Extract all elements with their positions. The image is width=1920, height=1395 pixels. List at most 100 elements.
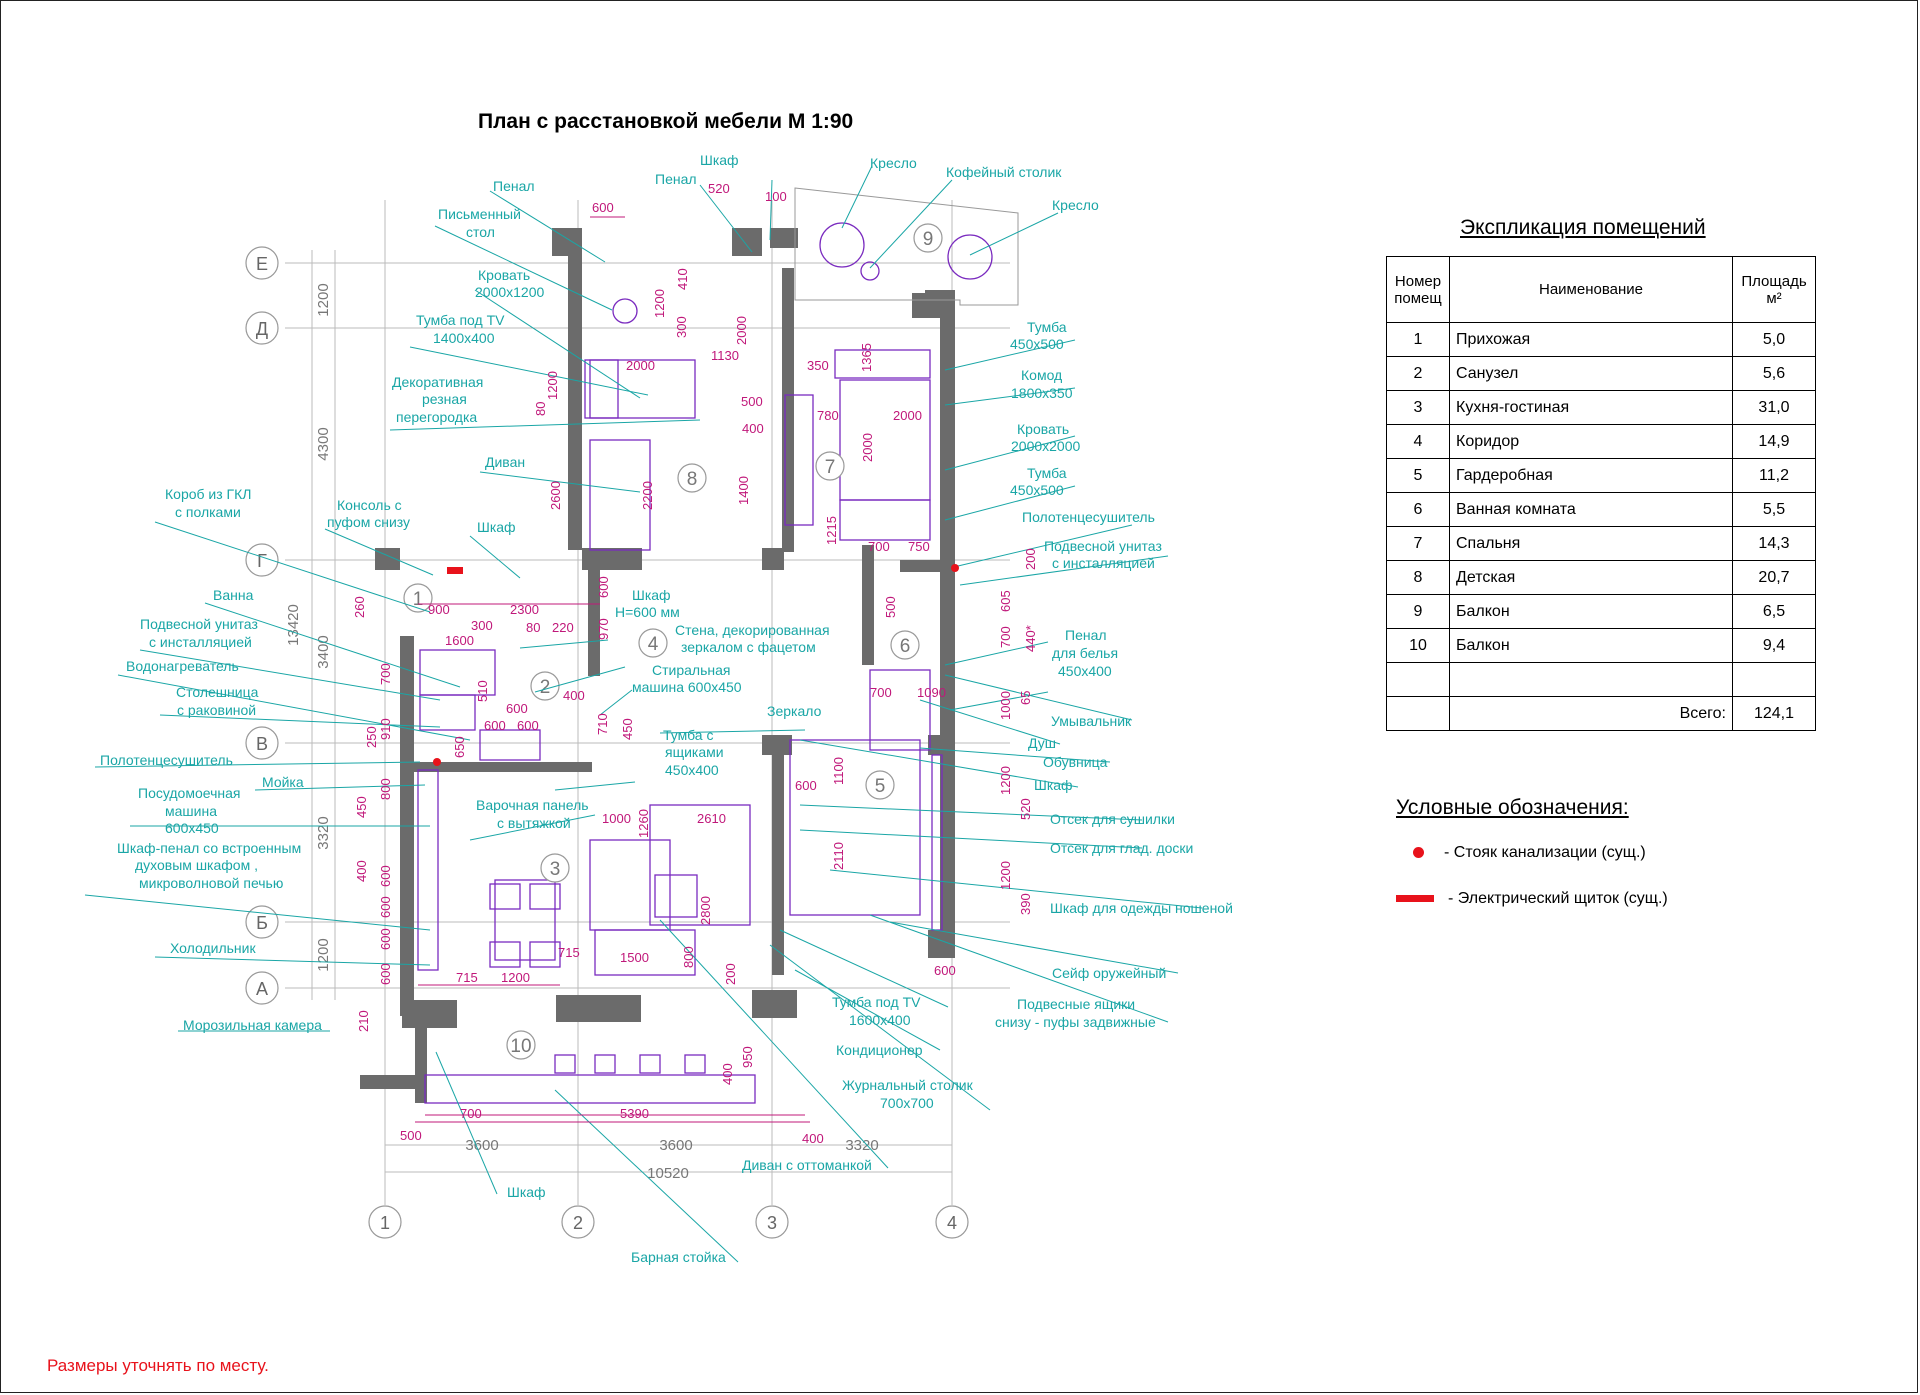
overall-dim: 3320	[315, 816, 332, 849]
header-num: Номер помещ	[1386, 256, 1450, 323]
cell-num: 6	[1386, 492, 1450, 527]
axis-row-label: Б	[256, 913, 268, 933]
dim-label: 200	[723, 963, 738, 985]
label-dresser: Комод	[1021, 367, 1062, 383]
legend-text: - Электрический щиток (сущ.)	[1448, 890, 1668, 907]
label-drawer-unit: ящиками	[665, 744, 724, 760]
label-gkl-box: с полками	[175, 504, 241, 520]
dim-label: 210	[356, 1010, 371, 1032]
cell-num: 8	[1386, 560, 1450, 595]
cell-area: 5,0	[1732, 322, 1816, 357]
dim-label: 600	[378, 865, 393, 887]
cell-name: Спальня	[1449, 526, 1733, 561]
label-sofa: Диван	[485, 454, 525, 470]
label-toilet: Подвесной унитаз	[140, 616, 258, 632]
dim-label: 260	[352, 596, 367, 618]
dim-label: 715	[456, 970, 478, 985]
furniture-labels: Пенал Письменный стол Кровать 2000х1200 …	[100, 152, 1233, 1265]
label-air-conditioner: Кондиционер	[836, 1042, 923, 1058]
dim-label: 700	[870, 685, 892, 700]
cell-name: Санузел	[1449, 356, 1733, 391]
dim-label: 220	[552, 620, 574, 635]
dim-label: 600	[795, 778, 817, 793]
dim-label: 400	[742, 421, 764, 436]
dim-label: 1260	[636, 809, 651, 838]
label-wardrobe: Шкаф	[477, 519, 516, 535]
cell-num: 7	[1386, 526, 1450, 561]
cell-area: 14,9	[1732, 424, 1816, 459]
label-sink: Мойка	[262, 774, 304, 790]
axis-row-label: Д	[256, 319, 268, 339]
label-mirror-wall: Стена, декорированная	[675, 622, 830, 638]
label-dishwasher: 600х450	[165, 820, 219, 836]
cell-name: Прихожая	[1449, 322, 1733, 357]
header-area: Площадь м²	[1732, 256, 1816, 323]
cell-name: Балкон	[1449, 628, 1733, 663]
dim-label: 410	[675, 268, 690, 290]
dim-label: 1000	[602, 811, 631, 826]
label-dryer-section: Отсек для сушилки	[1050, 811, 1175, 827]
label-bed-master: Кровать	[1017, 421, 1069, 437]
label-drawer-unit: Тумба с	[663, 727, 713, 743]
dim-label: 5390	[620, 1106, 649, 1121]
label-nightstand: 450х500	[1010, 336, 1064, 352]
label-dishwasher: машина	[165, 803, 217, 819]
dim-label: 400	[720, 1063, 735, 1085]
label-shower: Душ	[1028, 735, 1056, 751]
cell-area: 5,5	[1732, 492, 1816, 527]
dim-label: 780	[817, 408, 839, 423]
dim-label: 750	[908, 539, 930, 554]
dim-label: 450	[354, 796, 369, 818]
label-towel-rail: Полотенцесушитель	[100, 752, 233, 768]
dim-label: 200	[1023, 548, 1038, 570]
dim-label: 250	[364, 726, 379, 748]
label-bathtub: Ванна	[213, 587, 254, 603]
label-bar-counter: Барная стойка	[631, 1249, 726, 1265]
label-hanging-drawers: Подвесные ящики	[1017, 996, 1135, 1012]
legend-item-panel: - Электрический щиток (сущ.)	[1396, 890, 1668, 908]
label-mirror-wall: зеркалом с фацетом	[681, 639, 816, 655]
dim-label: 1200	[652, 289, 667, 318]
label-mirror: Зеркало	[767, 703, 822, 719]
total-label: Всего:	[1449, 696, 1733, 731]
dim-label: 600	[484, 718, 506, 733]
room-number: 2	[540, 677, 551, 698]
dim-label: 400	[354, 860, 369, 882]
dim-label: 2200	[640, 481, 655, 510]
header-name: Наименование	[1449, 256, 1733, 323]
label-balcony-wardrobe: Шкаф	[507, 1184, 546, 1200]
dim-label: 950	[740, 1046, 755, 1068]
label-dishwasher: Посудомоечная	[138, 785, 240, 801]
dim-label: 2600	[548, 481, 563, 510]
label-console: пуфом снизу	[327, 514, 410, 530]
axis-col-label: 2	[573, 1213, 583, 1233]
cell-area: 6,5	[1732, 594, 1816, 629]
label-water-heater: Водонагреватель	[126, 658, 239, 674]
label-hob: с вытяжкой	[497, 815, 571, 831]
cell-name: Ванная комната	[1449, 492, 1733, 527]
dim-label: 650	[452, 736, 467, 758]
dim-label: 80	[533, 402, 548, 416]
room-number: 6	[900, 636, 911, 657]
label-worktop: с раковиной	[177, 702, 256, 718]
dim-label: 800	[378, 778, 393, 800]
label-oven-cabinet: Шкаф-пенал со встроенным	[117, 840, 301, 856]
axis-labels: Е Д Г В Б А 1 2 3 4	[256, 254, 957, 1233]
dim-label: 65	[1018, 691, 1033, 705]
dim-label: 400	[563, 688, 585, 703]
table-header-row: Номер помещ Наименование Площадь м²	[1386, 256, 1816, 323]
dim-label: 2000	[860, 433, 875, 462]
dim-label: 910	[378, 718, 393, 740]
dim-label: 700	[378, 663, 393, 685]
total-value: 124,1	[1732, 696, 1816, 731]
label-closet: Шкаф	[1034, 777, 1073, 793]
label-partition: Декоративная	[392, 374, 483, 390]
label-drawer-unit: 450х400	[665, 762, 719, 778]
dim-label: 2000	[734, 316, 749, 345]
